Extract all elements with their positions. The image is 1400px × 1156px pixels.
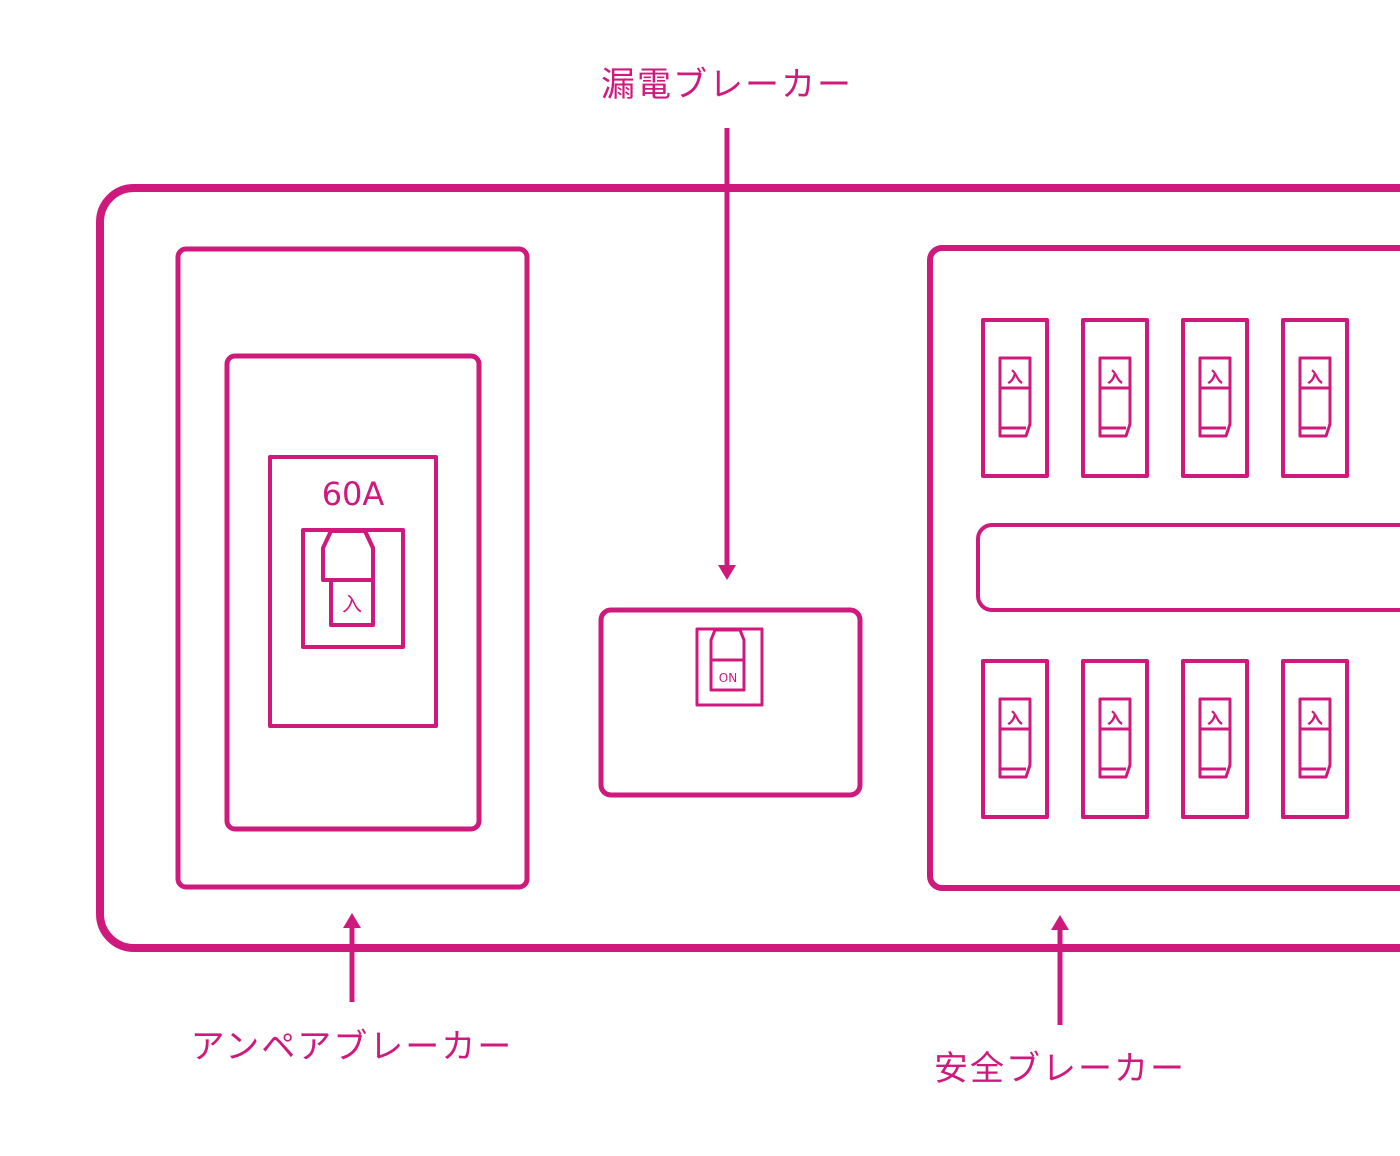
leakage-switch-label: ON: [719, 671, 737, 685]
safety-breaker-panel: 入入入入入入入入: [927, 245, 1400, 891]
leakage-switch-frame: [695, 627, 764, 707]
safety-switch-label: 入: [1307, 368, 1322, 386]
safety-switch-label: 入: [1207, 709, 1222, 727]
panel-outline: [96, 184, 1400, 952]
safety-breaker-switch[interactable]: 入: [1081, 318, 1149, 478]
safety-breaker-switch[interactable]: 入: [981, 318, 1049, 478]
leakage-breaker: ON: [598, 607, 863, 798]
safety-breaker-switch[interactable]: 入: [1081, 659, 1149, 819]
ampere-switch-label: 入: [342, 592, 362, 616]
ampere-breaker-label: アンペアブレーカー: [191, 1027, 514, 1067]
safety-switch-label: 入: [1007, 709, 1022, 727]
ampere-breaker-pointer-arrow: [343, 913, 361, 1002]
ampere-toggle-lever[interactable]: [321, 529, 375, 627]
safety-breaker-label: 安全ブレーカー: [934, 1049, 1186, 1089]
safety-breaker-switch[interactable]: 入: [1281, 659, 1349, 819]
ampere-rating-label: 60A: [322, 475, 385, 513]
leakage-toggle-lever[interactable]: [709, 628, 746, 692]
ampere-breaker-outer-frame: [175, 246, 530, 890]
safety-breaker-switch[interactable]: 入: [1281, 318, 1349, 478]
safety-breaker-switch[interactable]: 入: [981, 659, 1049, 819]
ampere-switch-frame: [301, 528, 405, 649]
safety-switch-label: 入: [1107, 368, 1122, 386]
ampere-breaker-inner-frame: [224, 353, 482, 832]
safety-switch-label: 入: [1107, 709, 1122, 727]
leakage-breaker-frame: [598, 607, 863, 798]
safety-breaker-pointer-arrow: [1051, 915, 1069, 1025]
safety-breaker-switch[interactable]: 入: [1181, 659, 1249, 819]
ampere-breaker: 60A 入: [175, 246, 530, 890]
ampere-breaker-body: [268, 455, 438, 728]
safety-switch-label: 入: [1307, 709, 1322, 727]
leakage-breaker-pointer-arrow: [718, 128, 736, 580]
safety-switch-label: 入: [1007, 368, 1022, 386]
safety-switch-label: 入: [1207, 368, 1222, 386]
safety-breaker-frame: [927, 245, 1400, 891]
safety-breaker-switch[interactable]: 入: [1181, 318, 1249, 478]
leakage-breaker-label: 漏電ブレーカー: [601, 65, 853, 105]
safety-breaker-label-strip: [976, 523, 1400, 612]
